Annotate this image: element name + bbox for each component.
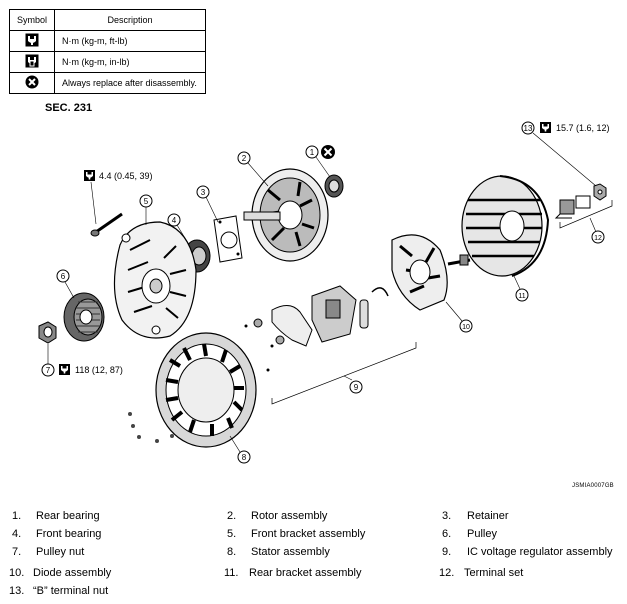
part-rear-bearing xyxy=(324,174,344,198)
part-number: 2. xyxy=(227,510,237,522)
torque-13: 15.7 (1.6, 12) xyxy=(556,123,610,133)
section-label: SEC. 231 xyxy=(45,102,93,114)
part-name: Front bearing xyxy=(36,528,102,540)
part-pulley-nut xyxy=(38,321,57,344)
part-diode-assembly xyxy=(391,234,471,311)
part-number: 12. xyxy=(439,567,455,579)
part-stator-assembly xyxy=(155,332,257,448)
part-number: 10. xyxy=(9,567,25,579)
part-number: 13. xyxy=(9,585,25,597)
svg-text:11: 11 xyxy=(518,293,525,300)
svg-text:10: 10 xyxy=(462,324,470,331)
svg-text:3: 3 xyxy=(201,188,206,197)
torque-wrench-icon xyxy=(84,170,95,181)
callout-6: 6 xyxy=(56,269,70,283)
callout-13: 13 xyxy=(521,121,535,135)
bracket-9 xyxy=(271,342,417,405)
callout-12: 12 xyxy=(591,230,605,244)
part-name: IC voltage regulator assembly xyxy=(467,546,613,558)
part-number: 5. xyxy=(227,528,237,540)
torque-wrench-icon xyxy=(59,364,70,375)
callout-10: 10 xyxy=(459,319,473,333)
torque-wrench-icon xyxy=(25,33,39,47)
callout-9: 9 xyxy=(349,380,363,394)
svg-text:13: 13 xyxy=(524,124,533,133)
svg-text:8: 8 xyxy=(242,453,247,462)
torque-7: 118 (12, 87) xyxy=(75,365,123,375)
image-code: JSMIA0007GB xyxy=(572,483,614,489)
svg-text:9: 9 xyxy=(354,383,359,392)
part-name: Retainer xyxy=(467,510,509,522)
part-name: “B” terminal nut xyxy=(33,585,109,597)
part-name: Rear bracket assembly xyxy=(249,567,362,579)
callout-8: 8 xyxy=(237,450,251,464)
replace-x-icon xyxy=(321,145,335,159)
callout-3: 3 xyxy=(196,185,210,199)
legend-row: N·m (kg-m, ft-lb) xyxy=(9,30,206,52)
svg-text:6: 6 xyxy=(61,272,66,281)
part-number: 8. xyxy=(227,546,237,558)
part-through-bolt xyxy=(90,212,123,237)
svg-text:1: 1 xyxy=(310,148,315,157)
part-retainer xyxy=(213,215,243,263)
part-number: 9. xyxy=(442,546,452,558)
callout-5: 5 xyxy=(139,194,153,208)
part-name: Diode assembly xyxy=(33,567,112,579)
svg-text:12: 12 xyxy=(594,235,602,242)
callout-4: 4 xyxy=(167,213,181,227)
callout-2: 2 xyxy=(237,151,251,165)
part-number: 6. xyxy=(442,528,452,540)
torque-4: 4.4 (0.45, 39) xyxy=(99,171,153,181)
part-name: Rotor assembly xyxy=(251,510,328,522)
legend-description: Always replace after disassembly. xyxy=(54,72,206,94)
part-name: Stator assembly xyxy=(251,546,330,558)
part-pulley xyxy=(63,292,105,342)
symbol-legend-table: Symbol Description N·m (kg-m, ft-lb) N·m… xyxy=(9,9,206,94)
bracket-12 xyxy=(559,200,613,233)
part-name: Rear bearing xyxy=(36,510,100,522)
replace-x-icon xyxy=(25,75,39,89)
part-name: Terminal set xyxy=(464,567,524,579)
torque-wrench-small-icon xyxy=(25,54,39,68)
svg-text:5: 5 xyxy=(144,197,149,206)
part-rear-bracket-assembly xyxy=(461,175,550,277)
part-name: Pulley xyxy=(467,528,497,540)
part-number: 4. xyxy=(12,528,22,540)
part-terminal-set xyxy=(554,195,591,219)
part-rotor-assembly xyxy=(243,168,329,262)
part-name: Pulley nut xyxy=(36,546,85,558)
svg-text:4: 4 xyxy=(172,216,177,225)
part-number: 1. xyxy=(12,510,22,522)
part-number: 3. xyxy=(442,510,452,522)
torque-wrench-icon xyxy=(540,122,551,133)
alternator-exploded-diagram: 13 15.7 (1.6, 12) 1 2 3 xyxy=(38,121,613,464)
part-b-terminal-nut xyxy=(593,183,607,201)
svg-text:2: 2 xyxy=(242,154,247,163)
callout-7: 7 xyxy=(41,363,55,377)
part-number: 7. xyxy=(12,546,22,558)
callout-1: 1 xyxy=(305,145,319,159)
svg-text:7: 7 xyxy=(46,366,51,375)
part-number: 11. xyxy=(224,567,239,579)
callout-11: 11 xyxy=(515,288,529,302)
part-ic-voltage-regulator-assembly xyxy=(244,285,389,372)
part-name: Front bracket assembly xyxy=(251,528,366,540)
stator-screws xyxy=(128,412,174,443)
legend-row: Always replace after disassembly. xyxy=(9,72,206,94)
part-front-bracket-assembly xyxy=(113,221,197,339)
